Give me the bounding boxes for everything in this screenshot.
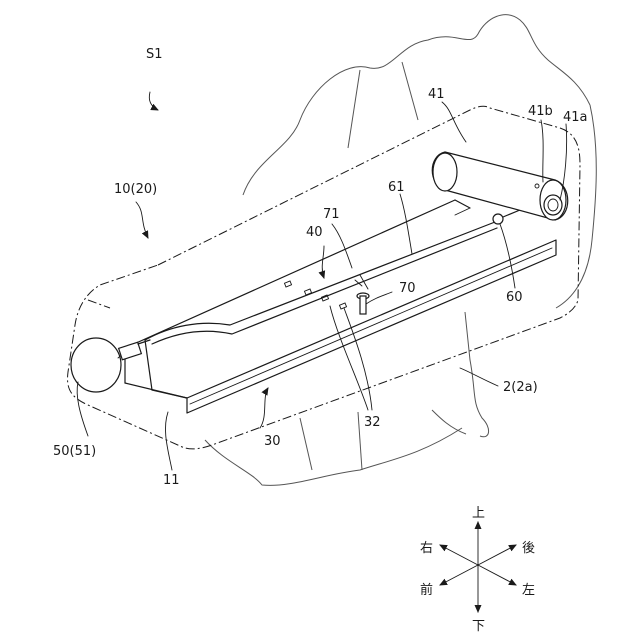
- direction-indicator: 上 下 右 後 前 左: [420, 506, 535, 634]
- label-unit: 10(20): [114, 182, 157, 197]
- label-60: 60: [506, 290, 523, 305]
- label-11: 11: [163, 473, 180, 488]
- dir-front: 前: [420, 582, 433, 598]
- label-s1: S1: [146, 47, 163, 62]
- dir-left: 左: [522, 583, 535, 598]
- label-41: 41: [428, 87, 445, 102]
- label-71: 71: [323, 207, 340, 222]
- label-knob: 50(51): [53, 444, 96, 459]
- label-40: 40: [306, 225, 323, 240]
- label-41a: 41a: [563, 110, 588, 125]
- dir-right: 右: [420, 541, 433, 556]
- holes-32: [284, 281, 346, 309]
- dir-rear: 後: [522, 541, 535, 556]
- connector-60: [493, 210, 520, 224]
- label-seat: 2(2a): [503, 380, 538, 395]
- leader-lines: [77, 92, 567, 470]
- cable: [145, 222, 497, 344]
- label-30: 30: [264, 434, 281, 449]
- label-61: 61: [388, 180, 405, 195]
- dir-down: 下: [472, 619, 485, 634]
- dir-up: 上: [472, 506, 485, 521]
- roller-41: [432, 152, 568, 220]
- knob-50-51: [71, 338, 150, 392]
- bar-30: [187, 240, 556, 413]
- label-41b: 41b: [528, 104, 553, 119]
- label-70: 70: [399, 281, 416, 296]
- label-32: 32: [364, 415, 381, 430]
